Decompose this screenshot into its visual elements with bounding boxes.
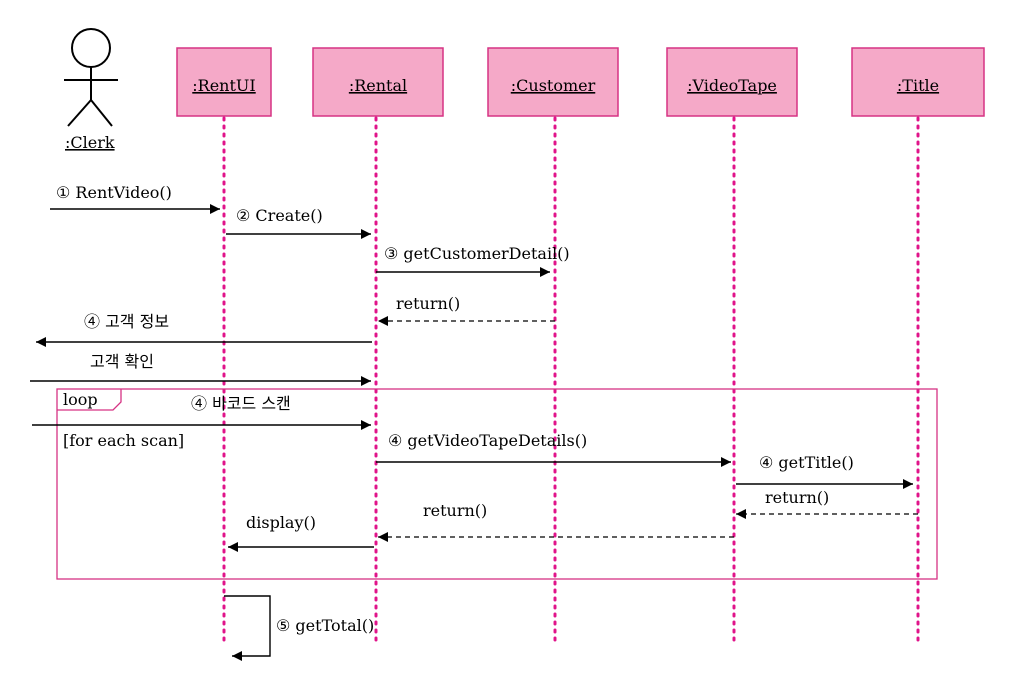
message-getvideotapedetails: ④ getVideoTapeDetails(): [376, 431, 731, 467]
message-gettotal: ⑤ getTotal(): [224, 595, 374, 661]
object-label: :Customer: [511, 76, 596, 95]
message-return-title: return(): [736, 488, 918, 519]
message-display: display(): [228, 513, 374, 552]
actor-label: :Clerk: [65, 133, 115, 152]
message-label: ④ 바코드 스캔: [191, 394, 291, 413]
message-label: return(): [765, 488, 829, 507]
object-label: :Rental: [349, 76, 407, 95]
object-label: :Title: [897, 76, 939, 95]
message-gettitle: ④ getTitle(): [736, 453, 913, 489]
message-label: ④ getVideoTapeDetails(): [388, 431, 587, 450]
message-label: ③ getCustomerDetail(): [384, 244, 570, 263]
message-customer-confirm: 고객 확인: [30, 352, 371, 386]
object-videotape: :VideoTape: [666, 47, 798, 117]
message-barcode-scan: ④ 바코드 스캔: [32, 394, 371, 430]
loop-label: loop: [63, 390, 98, 409]
object-label: :RentUI: [192, 76, 255, 95]
message-label: ⑤ getTotal(): [276, 616, 374, 635]
message-return-videotape: return(): [378, 501, 734, 542]
object-customer: :Customer: [487, 47, 619, 117]
message-label: display(): [246, 513, 316, 532]
message-rentvideo: ① RentVideo(): [50, 183, 220, 214]
message-label: ④ 고객 정보: [84, 312, 169, 331]
message-create: ② Create(): [226, 206, 371, 239]
message-label: ② Create(): [236, 206, 323, 225]
loop-frame: loop [for each scan]: [56, 388, 938, 580]
clerk-actor-icon: [64, 28, 118, 127]
message-customer-info: ④ 고객 정보: [36, 312, 372, 347]
object-label: :VideoTape: [687, 76, 777, 95]
message-return-customer: return(): [378, 294, 555, 326]
message-getcustomerdetail: ③ getCustomerDetail(): [376, 244, 570, 277]
object-rental: :Rental: [312, 47, 444, 117]
message-label: ① RentVideo(): [56, 183, 172, 202]
object-title: :Title: [851, 47, 985, 117]
message-label: return(): [423, 501, 487, 520]
object-rentui: :RentUI: [176, 47, 272, 117]
message-label: ④ getTitle(): [759, 453, 854, 472]
loop-guard: [for each scan]: [63, 431, 184, 450]
message-label: 고객 확인: [90, 352, 154, 371]
message-label: return(): [396, 294, 460, 313]
